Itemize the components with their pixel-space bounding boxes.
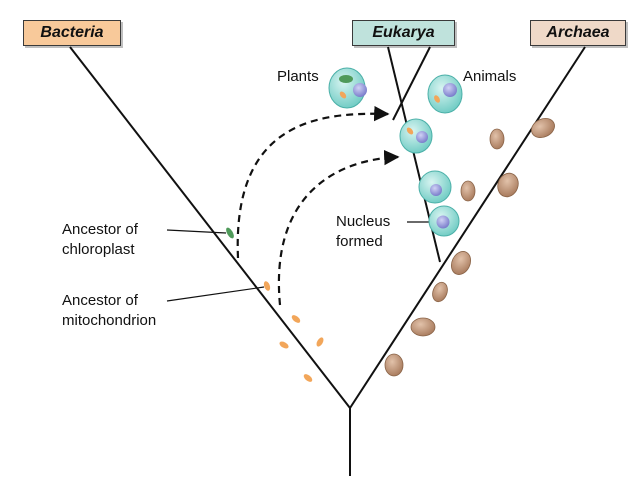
- bacteria-branch: [69, 46, 351, 409]
- archaea-cell-icon: [460, 180, 476, 202]
- bacteria-domain-label: Bacteria: [23, 20, 121, 46]
- nucleus-label-line2: formed: [336, 233, 383, 250]
- archaea-cell-icon: [531, 117, 555, 139]
- archaea-cell-icon: [489, 128, 505, 150]
- archaea-domain-label: Archaea: [530, 20, 626, 46]
- archaea-cell-icon: [410, 317, 436, 337]
- nucleus-formed-label: Nucleus formed: [336, 212, 390, 252]
- eukaryote-cell-icon: [399, 118, 433, 154]
- nucleus-label-line1: Nucleus: [336, 213, 391, 230]
- mitochondrion-icon: [316, 337, 324, 347]
- chloroplast-label-line2: chloroplast: [62, 241, 135, 258]
- mitochondrion-label-line1: Ancestor of: [62, 292, 138, 309]
- chloroplast-label-line1: Ancestor of: [62, 221, 138, 238]
- plants-animals-branch: [392, 46, 431, 121]
- mitochondrion-icon: [279, 341, 289, 349]
- plant-cell-icon: [328, 67, 367, 109]
- mitochondrion-icon: [291, 315, 301, 323]
- eukaryote-cell-icon: [418, 170, 452, 204]
- mitochondrion-ancestors: [263, 281, 324, 382]
- archaea-cell-icon: [497, 172, 519, 198]
- animals-label: Animals: [463, 68, 517, 85]
- chloroplast-endosymbiosis-arrow: [236, 105, 390, 259]
- mitochondrion-icon: [303, 374, 313, 382]
- archaea-branch: [349, 46, 586, 409]
- mitochondrion-icon: [263, 281, 271, 291]
- chloroplast-ancestor-icon: [226, 227, 234, 239]
- chloroplast-leader-line: [166, 229, 227, 234]
- mitochondrion-leader-line: [166, 286, 265, 302]
- archaea-cell-icon: [432, 281, 448, 303]
- mitochondrion-label-line2: mitochondrion: [62, 312, 157, 329]
- archaea-cells: [384, 117, 555, 377]
- nucleated-cell-icon: [428, 205, 460, 237]
- plants-label: Plants: [277, 68, 319, 85]
- archaea-cell-icon: [450, 251, 472, 275]
- eukarya-domain-label: Eukarya: [352, 20, 455, 46]
- chloroplast-ancestor-label: Ancestor of chloroplast: [62, 220, 138, 260]
- archaea-cell-icon: [384, 353, 404, 377]
- mitochondrion-ancestor-label: Ancestor of mitochondrion: [62, 291, 156, 331]
- mitochondrion-endosymbiosis-arrow: [277, 149, 400, 306]
- animal-cell-icon: [427, 74, 463, 114]
